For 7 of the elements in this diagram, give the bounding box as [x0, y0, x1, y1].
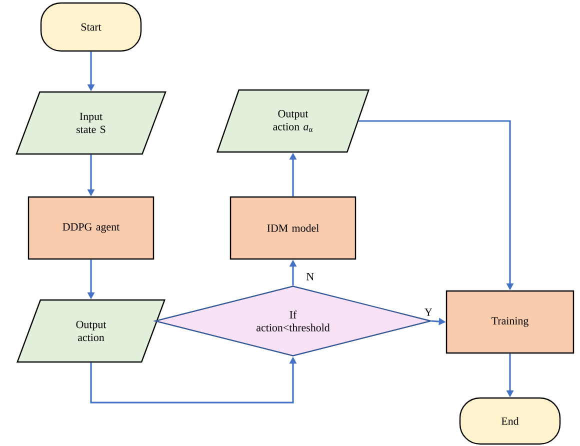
edge-label: Y: [424, 308, 434, 317]
process-box: DDPG agent: [28, 196, 154, 260]
io-parallelogram: Output action: [16, 299, 166, 363]
edge-label: N: [305, 272, 316, 282]
process-box: Training: [446, 290, 574, 354]
process-box: IDM model: [230, 196, 356, 260]
io-parallelogram: Input state S: [16, 91, 166, 155]
